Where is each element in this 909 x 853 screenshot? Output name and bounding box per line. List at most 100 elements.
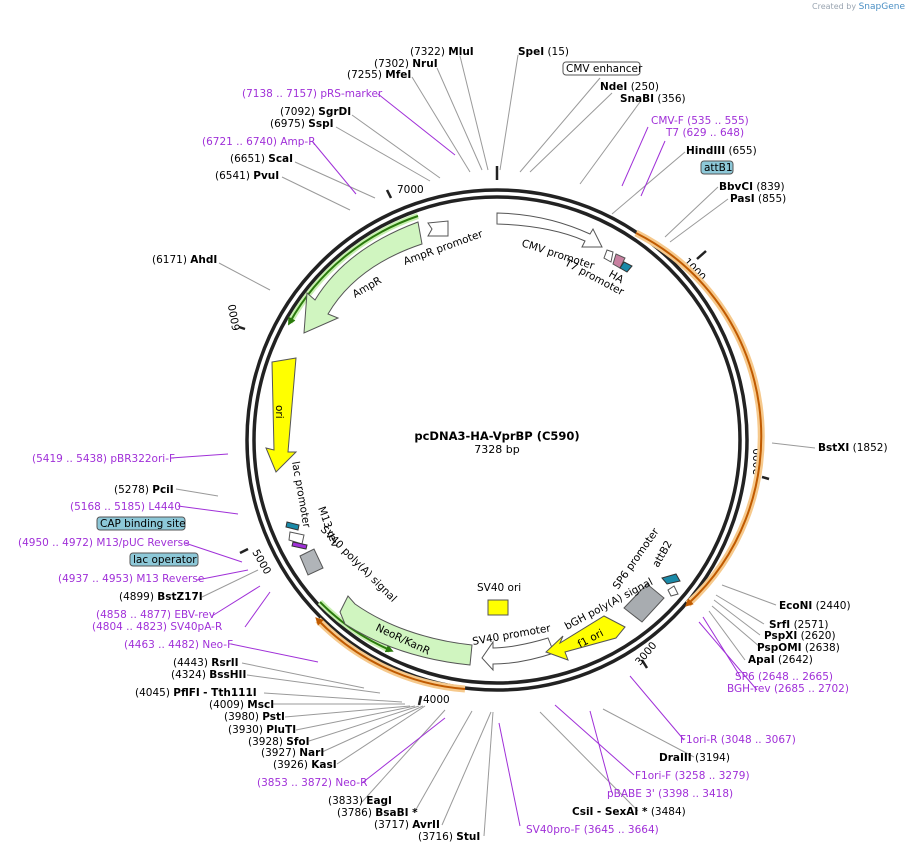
cap-box: [96, 516, 186, 531]
site-stui: (3716) StuI: [418, 831, 480, 843]
ampr-promoter-arrow: [427, 220, 449, 237]
ampr-arrow: [303, 221, 423, 334]
site-ndei: NdeI (250): [600, 81, 659, 93]
site-nari: (3927) NarI: [261, 747, 324, 759]
primer-l4440: (5168 .. 5185) L4440: [70, 501, 181, 513]
site-ahdi: (6171) AhdI: [152, 254, 217, 266]
label-ori: ori: [273, 405, 285, 419]
primer-m13puc-rev: (4950 .. 4972) M13/pUC Reverse: [18, 537, 190, 549]
primer-sv40pa-r: (4804 .. 4823) SV40pA-R: [92, 621, 222, 633]
site-eagi: (3833) EagI: [328, 795, 392, 807]
site-pspxi: PspXI (2620): [764, 630, 836, 642]
label-cmv-enhancer: CMV enhancer: [566, 63, 643, 75]
site-pluti: (3930) PluTI: [228, 724, 296, 736]
green-arc-neo: [319, 601, 394, 653]
label-attb1: attB1: [704, 162, 733, 174]
primer-amp-r: (6721 .. 6740) Amp-R: [202, 136, 316, 148]
site-bbvci: BbvCI (839): [719, 181, 785, 193]
m13-rev-feature: [291, 541, 308, 550]
site-pcii: (5278) PciI: [114, 484, 174, 496]
site-bsshii: (4324) BssHII: [171, 669, 246, 681]
site-msci: (4009) MscI: [209, 699, 274, 711]
cmv-promoter-arrow: [496, 212, 603, 248]
site-leaders: [175, 54, 816, 837]
site-scai: (6651) ScaI: [230, 153, 293, 165]
sv40-polya-feature: [299, 548, 324, 576]
site-psti: (3980) PstI: [224, 711, 285, 723]
backbone-inner: [252, 195, 742, 685]
site-spei: SpeI (15): [518, 46, 569, 58]
primer-neo-f: (4463 .. 4482) Neo-F: [124, 639, 233, 651]
primer-ebv-rev: (4858 .. 4877) EBV-rev: [96, 609, 215, 621]
orange-arc-orf: [635, 232, 763, 607]
site-mfei: (7255) MfeI: [347, 69, 411, 81]
bgh-polya-feature: [623, 583, 665, 623]
green-arc-ampr: [288, 215, 419, 326]
site-draiii: DraIII (3194): [659, 752, 730, 764]
site-csii: CsiI - SexAI * (3484): [572, 806, 686, 818]
tick-4000: 4000: [423, 694, 450, 706]
site-sspi: (6975) SspI: [270, 118, 334, 130]
site-sgrdi: (7092) SgrDI: [280, 106, 351, 118]
snapgene-brand: SnapGene: [858, 2, 905, 12]
primer-f1ori-r: F1ori-R (3048 .. 3067): [680, 734, 796, 746]
credit-prefix: Created by: [812, 2, 857, 11]
sv40-ori-box: [487, 599, 509, 616]
site-hindiii: HindIII (655): [686, 145, 757, 157]
backbone-outer: [245, 188, 749, 692]
site-pasi: PasI (855): [730, 193, 786, 205]
label-sv40-ori: SV40 ori: [477, 582, 521, 594]
site-sfoi: (3928) SfoI: [248, 736, 310, 748]
primer-prs-marker: (7138 .. 7157) pRS-marker: [242, 88, 383, 100]
primer-pbabe3: pBABE 3' (3398 .. 3418): [607, 788, 733, 800]
tick-3000: 3000: [633, 640, 659, 668]
tick-marks: [238, 166, 770, 706]
label-cap: CAP binding site: [100, 518, 186, 530]
attb1-feature: [619, 261, 633, 273]
sv40-promoter-arrow: [481, 637, 555, 672]
site-bsabi: (3786) BsaBI *: [337, 807, 418, 819]
neor-arrow: [339, 595, 473, 666]
lac-promoter-arrow: [288, 531, 305, 545]
site-econi: EcoNI (2440): [779, 600, 851, 612]
f1-ori-arrow: [545, 615, 626, 661]
tick-6000: 6000: [226, 303, 242, 331]
site-snabi: SnaBI (356): [620, 93, 686, 105]
cap-feature: [285, 521, 300, 531]
primer-sp6: SP6 (2648 .. 2665): [735, 671, 833, 683]
site-avrii: (3717) AvrII: [374, 819, 440, 831]
attb2-feature: [661, 573, 681, 585]
sp6-promoter-arrow: [667, 585, 679, 597]
label-sv40-polya: SV40 poly(A) signal: [318, 524, 399, 605]
primer-bgh-rev: BGH-rev (2685 .. 2702): [727, 683, 849, 695]
site-apai: ApaI (2642): [748, 654, 813, 666]
site-nrui: (7302) NruI: [374, 58, 438, 70]
primer-m13-rev: (4937 .. 4953) M13 Reverse: [58, 573, 204, 585]
label-lac-promoter: lac promoter: [289, 460, 313, 529]
primer-f1ori-f: F1ori-F (3258 .. 3279): [635, 770, 750, 782]
attb1-box: [700, 160, 734, 175]
t7-promoter-arrow: [603, 249, 614, 263]
site-bstxi: BstXI (1852): [818, 442, 888, 454]
primer-leaders: [170, 93, 758, 827]
tick-7000: 7000: [397, 184, 424, 196]
site-pvui: (6541) PvuI: [215, 170, 279, 182]
label-lac-operator: lac operator: [133, 554, 197, 566]
primer-t7: T7 (629 .. 648): [665, 127, 744, 139]
site-bstz17i: (4899) BstZ17I: [119, 591, 203, 603]
site-pflfi: (4045) PflFI - Tth111I: [135, 687, 257, 699]
primer-cmv-f: CMV-F (535 .. 555): [651, 115, 749, 127]
plasmid-size: 7328 bp: [474, 443, 519, 456]
site-srfi: SrfI (2571): [769, 619, 828, 631]
site-pspomi: PspOMI (2638): [757, 642, 840, 654]
orange-arc-orf-2: [315, 617, 466, 690]
primer-neo-r: (3853 .. 3872) Neo-R: [257, 777, 367, 789]
lac-operator-box: [129, 552, 199, 567]
site-rsrii: (4443) RsrII: [173, 657, 239, 669]
site-mlui: (7322) MluI: [410, 46, 474, 58]
site-kasi: (3926) KasI: [273, 759, 337, 771]
orange-arc-halo: [634, 229, 765, 607]
ori-arrow: [265, 357, 298, 473]
primer-pbr322ori-f: (5419 .. 5438) pBR322ori-F: [32, 453, 175, 465]
